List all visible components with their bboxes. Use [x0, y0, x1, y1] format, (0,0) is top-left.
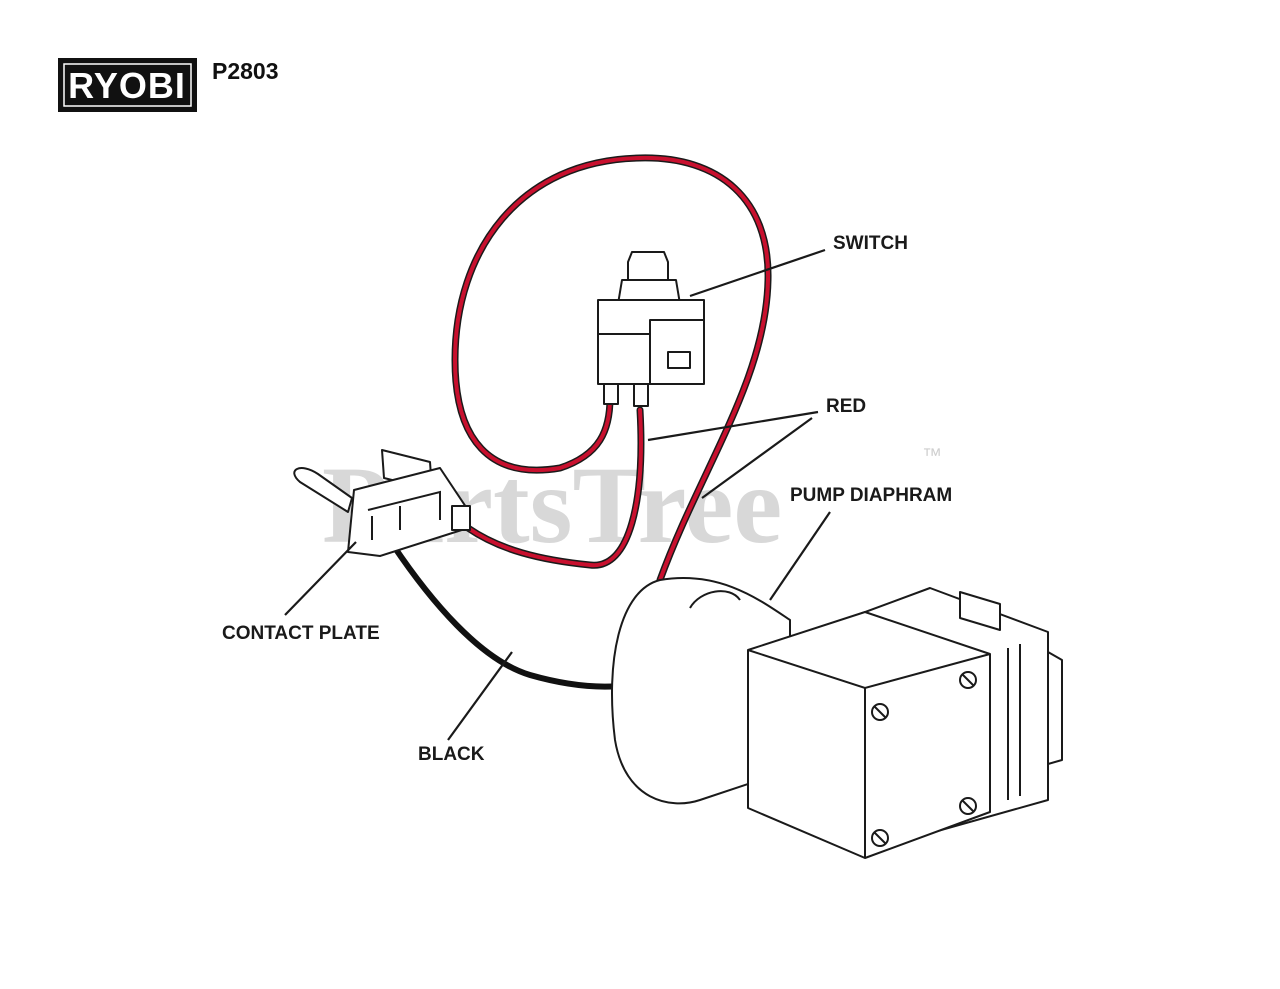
ryobi-logo: RYOBI	[58, 58, 197, 112]
red-leader-1	[647, 410, 819, 442]
pump-motor-part	[611, 577, 1063, 859]
watermark-trademark: ™	[922, 445, 942, 467]
label-black: BLACK	[418, 744, 485, 765]
switch-leader	[689, 248, 826, 298]
label-switch: SWITCH	[833, 233, 908, 254]
contact-plate-part	[293, 449, 471, 557]
switch-part	[597, 251, 705, 407]
logo-text: RYOBI	[68, 65, 186, 106]
label-red: RED	[826, 396, 866, 417]
black-leader	[447, 651, 513, 741]
label-pump-diaphram: PUMP DIAPHRAM	[790, 485, 952, 506]
pump-leader	[769, 511, 831, 601]
contact-leader	[284, 541, 357, 616]
label-contact-plate: CONTACT PLATE	[222, 623, 380, 644]
black-wire	[390, 542, 623, 690]
red-leader-2	[701, 417, 813, 499]
model-number: P2803	[212, 58, 279, 84]
